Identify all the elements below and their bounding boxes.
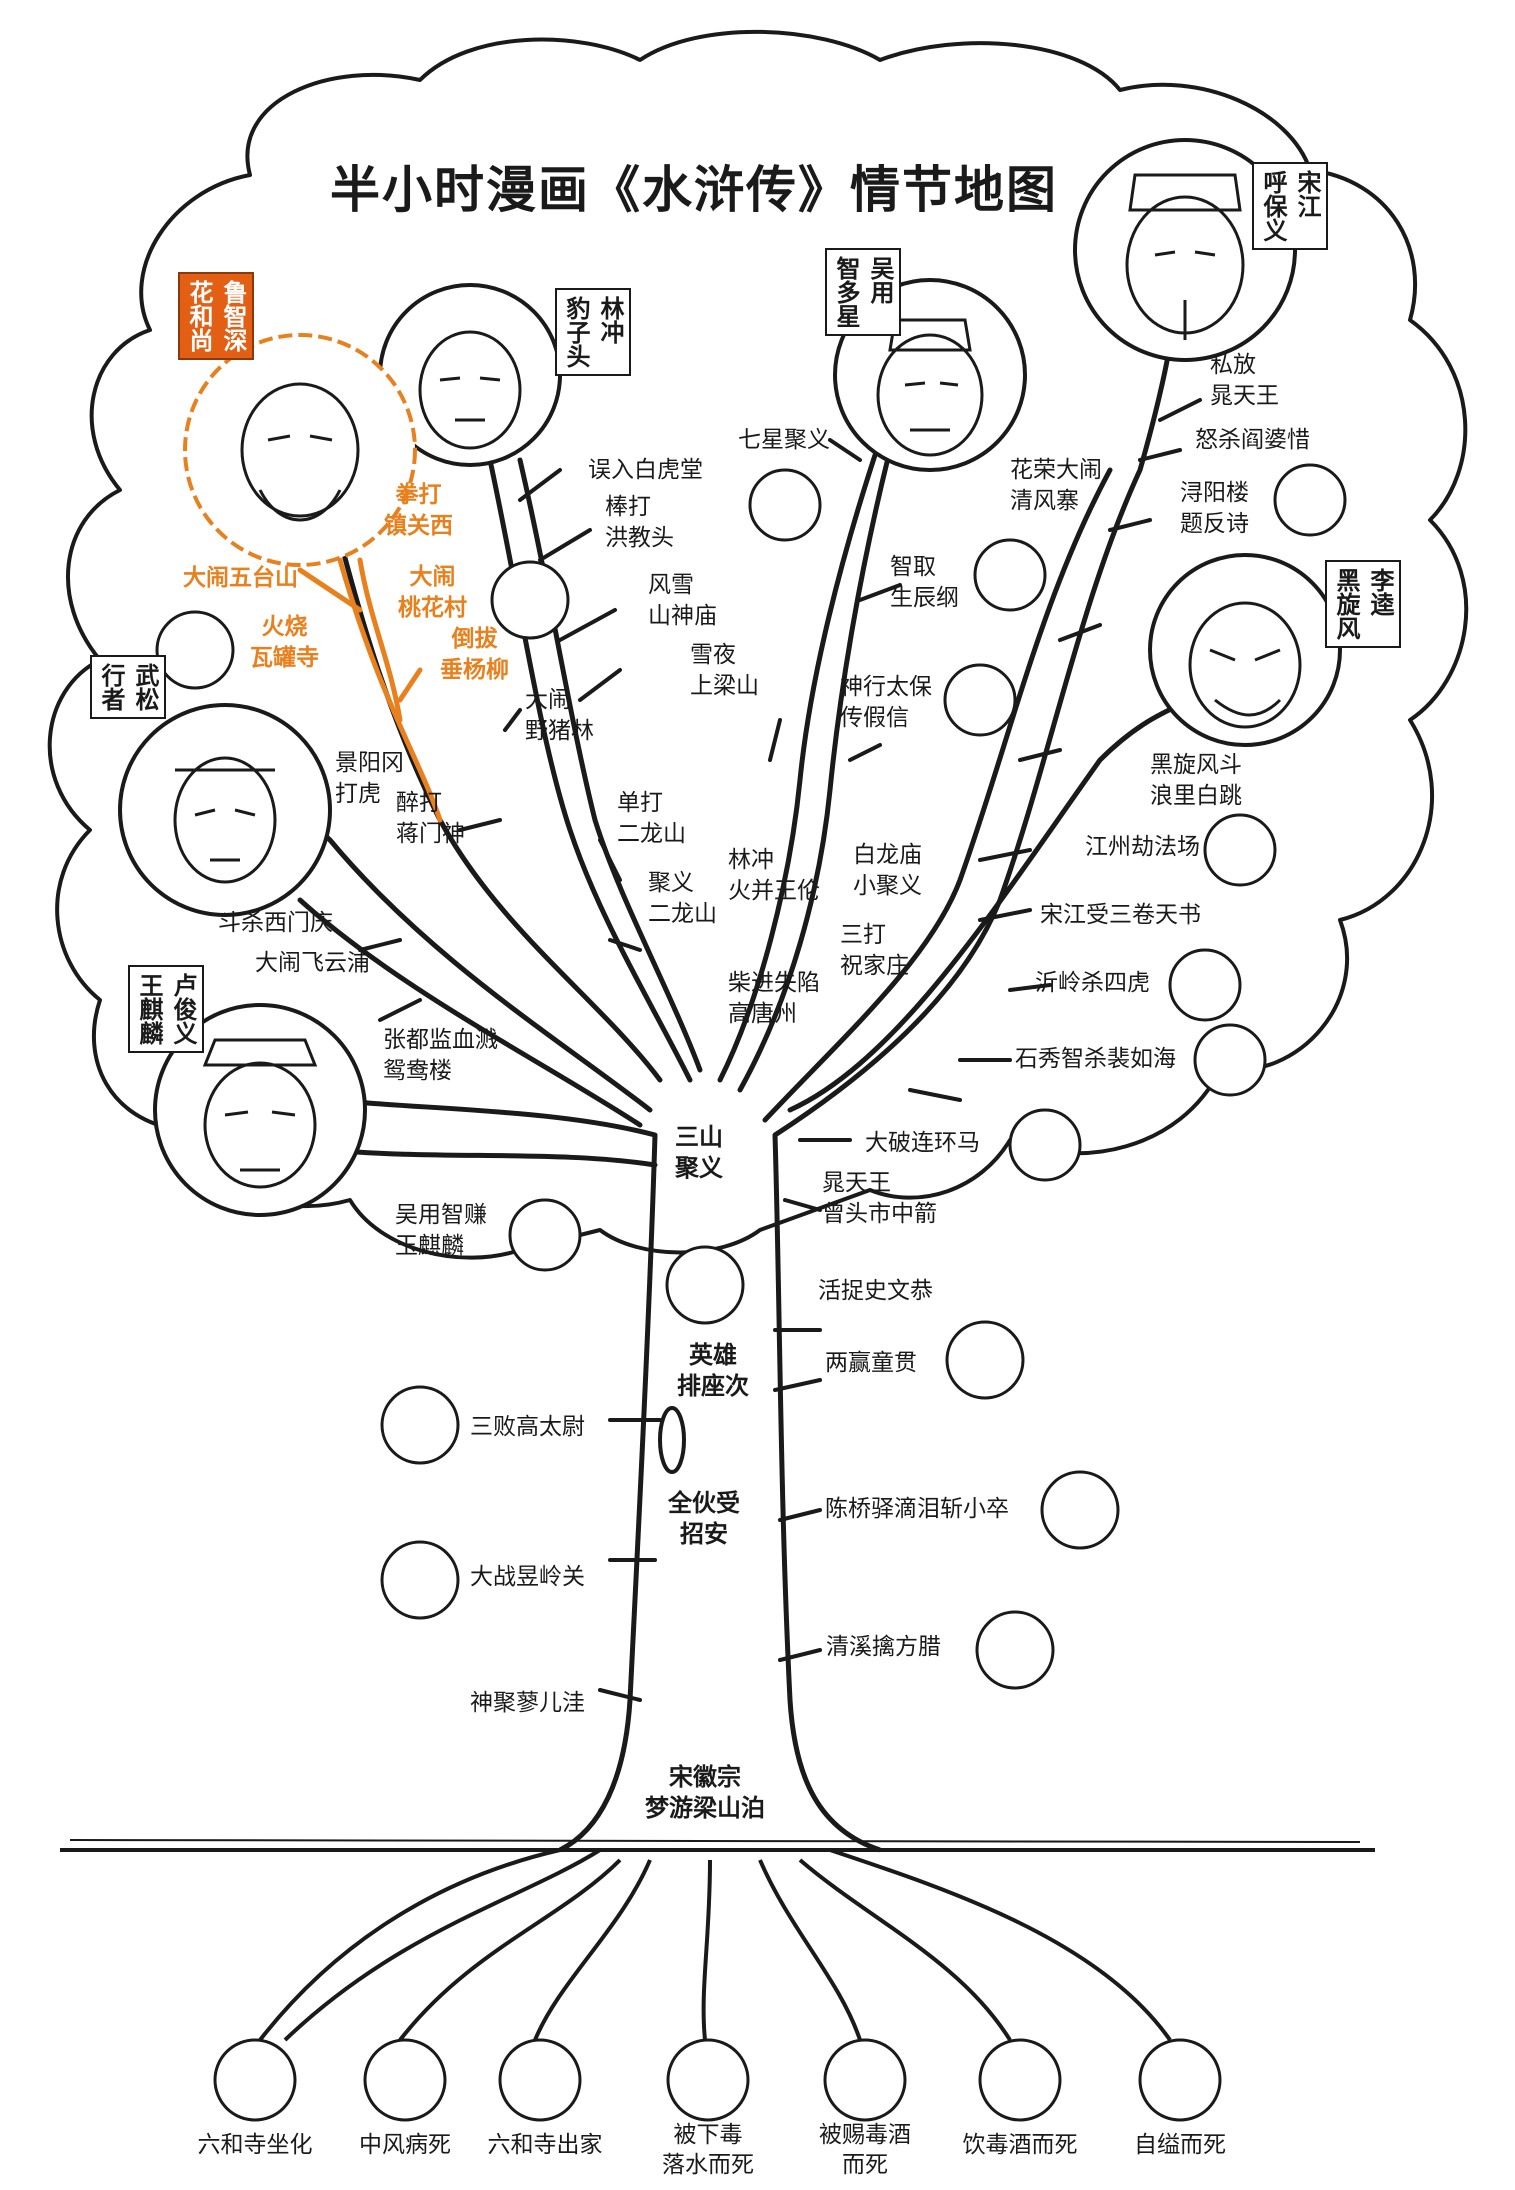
event-label: 石秀智杀裴如海 [1015,1046,1176,1072]
tag-lu-zhishen: 花和尚鲁智深 [178,272,254,360]
ending-label: 被赐毒酒 而死 [819,2122,911,2178]
event-label: 活捉史文恭 [818,1278,933,1304]
trunk-label: 全伙受 招安 [668,1489,740,1548]
trunk-label: 英雄 排座次 [677,1341,749,1400]
event-label: 清溪擒方腊 [826,1634,941,1660]
event-label: 怒杀阎婆惜 [1195,427,1310,453]
event-label: 醉打 蒋门神 [396,790,465,847]
event-label: 白龙庙 小聚义 [853,842,922,899]
event-label: 大破连环马 [865,1130,980,1156]
event-label: 两赢童贯 [825,1350,917,1376]
event-label: 棒打 洪教头 [605,494,674,551]
event-label: 大闹 桃花村 [398,564,467,621]
event-label: 大闹飞云浦 [255,950,370,976]
event-label: 沂岭杀四虎 [1035,970,1150,996]
twigs [358,398,1202,1702]
trunk-knot [658,1406,686,1474]
event-label: 智取 生辰纲 [890,554,959,611]
ending-label: 六和寺出家 [487,2132,603,2158]
ending-label: 饮毒酒而死 [962,2132,1078,2158]
event-label: 拳打 镇关西 [384,482,453,539]
event-label: 神聚蓼儿洼 [470,1690,585,1716]
trunk-label: 三山 聚义 [675,1123,723,1182]
trunk-label: 宋徽宗 梦游梁山泊 [645,1763,765,1822]
event-label: 陈桥驿滴泪斩小卒 [825,1496,1009,1522]
portrait-wu-song [118,703,332,917]
small-portraits [155,463,1347,1690]
event-label: 大闹 野猪林 [525,687,594,744]
roots [258,1848,1172,2042]
ending-label: 中风病死 [359,2132,451,2158]
event-label: 花荣大闹 清风寨 [1010,457,1102,514]
event-label: 张都监血溅 鸳鸯楼 [383,1027,498,1084]
event-label: 神行太保 传假信 [840,674,932,731]
event-label: 景阳冈 打虎 [335,750,404,807]
event-label: 单打 二龙山 [617,790,686,847]
tag-lin-chong: 豹子头林冲 [555,288,631,376]
tag-wu-song: 行者武松 [90,655,166,719]
page-title: 半小时漫画《水浒传》情节地图 [330,161,1058,219]
event-label: 晁天王 曾头市中箭 [822,1170,937,1227]
ending-label: 六和寺坐化 [197,2132,313,2158]
event-label: 宋江受三卷天书 [1040,902,1201,928]
event-label: 浔阳楼 题反诗 [1180,480,1249,537]
portrait-faces [173,173,1302,1189]
event-label: 倒拔 垂杨柳 [440,626,509,683]
portrait-lu-zhishen [183,333,417,567]
event-label: 私放 晁天王 [1210,352,1279,409]
tag-wu-yong: 智多星吴用 [825,248,901,336]
portrait-song-jiang [1073,138,1297,362]
ending-portraits [213,2038,1222,2122]
event-label: 斗杀西门庆 [218,910,333,936]
tag-song-jiang: 呼保义宋江 [1252,162,1328,250]
event-label: 黑旋风斗 浪里白跳 [1150,752,1242,809]
event-label: 聚义 二龙山 [648,870,717,927]
tag-li-kui: 黑旋风李逵 [1325,560,1401,648]
event-label: 七星聚义 [738,427,830,453]
highlight-branch [297,557,443,823]
event-label: 雪夜 上梁山 [690,642,759,699]
event-label: 林冲 火并王伦 [728,847,820,904]
canopy-outline [47,29,1469,1260]
event-label: 火烧 瓦罐寺 [250,614,319,671]
event-label: 柴进失陷 高唐州 [728,970,820,1027]
event-label: 风雪 山神庙 [648,572,717,629]
trunk [558,1134,881,1853]
event-label: 大闹五台山 [183,565,298,591]
ending-label: 被下毒 落水而死 [662,2122,754,2178]
event-label: 江州劫法场 [1085,834,1200,860]
tag-lu-junyi: 王麒麟卢俊义 [128,965,204,1053]
event-label: 三败高太尉 [470,1414,585,1440]
ending-label: 自缢而死 [1134,2132,1226,2158]
event-label: 吴用智赚 玉麒麟 [395,1202,487,1259]
event-label: 大战昱岭关 [470,1564,585,1590]
event-label: 误入白虎堂 [588,457,703,483]
event-label: 三打 祝家庄 [840,922,909,979]
portrait-li-kui [1148,553,1342,747]
